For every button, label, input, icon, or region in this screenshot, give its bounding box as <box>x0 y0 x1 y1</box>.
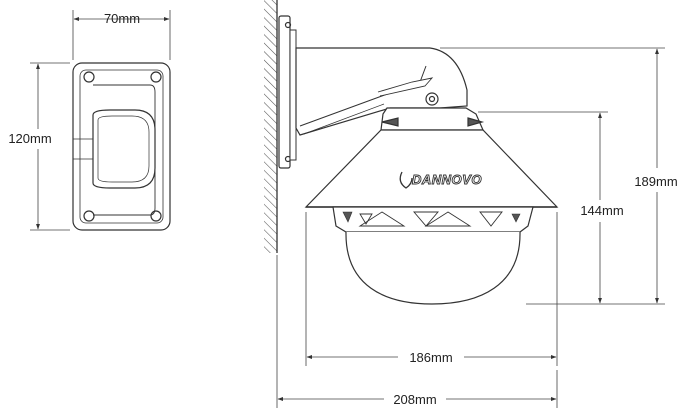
label-plate-height: 120mm <box>8 131 51 146</box>
label-plate-width: 70mm <box>104 11 140 26</box>
screw-hole-top-right <box>150 71 162 83</box>
label-shade-width: 186mm <box>409 350 452 365</box>
dome-cover <box>345 231 521 305</box>
dimension-shade-width <box>305 212 558 366</box>
wall <box>264 0 278 253</box>
sun-shade <box>304 129 559 208</box>
plate-inner-border <box>79 69 164 224</box>
label-overall-width: 208mm <box>393 392 436 407</box>
plate-outline <box>72 62 171 231</box>
dimension-plate-width <box>72 10 171 60</box>
plate-boss <box>92 109 156 189</box>
label-dome-height: 144mm <box>580 203 623 218</box>
dimension-plate-height <box>30 62 70 231</box>
dimension-dome-height <box>478 111 608 304</box>
bolt-icon <box>284 21 292 29</box>
mounting-plate <box>72 62 171 231</box>
wall-plate <box>278 15 291 169</box>
logo-wordmark: DANNOVO <box>412 172 482 187</box>
label-camera-height: 189mm <box>634 174 677 189</box>
dimension-camera-height <box>440 47 665 305</box>
plate-boss-inner <box>97 115 150 183</box>
screw-hole-bottom-right <box>150 210 162 222</box>
camera-side-view <box>278 15 559 305</box>
pivot-screw-icon <box>425 92 439 106</box>
dimension-overall-width <box>276 255 558 408</box>
brand-logo: DANNOVO <box>399 172 482 189</box>
screw-hole-top-left <box>83 71 95 83</box>
plate-recess <box>93 84 156 216</box>
screw-hole-bottom-left <box>83 210 95 222</box>
